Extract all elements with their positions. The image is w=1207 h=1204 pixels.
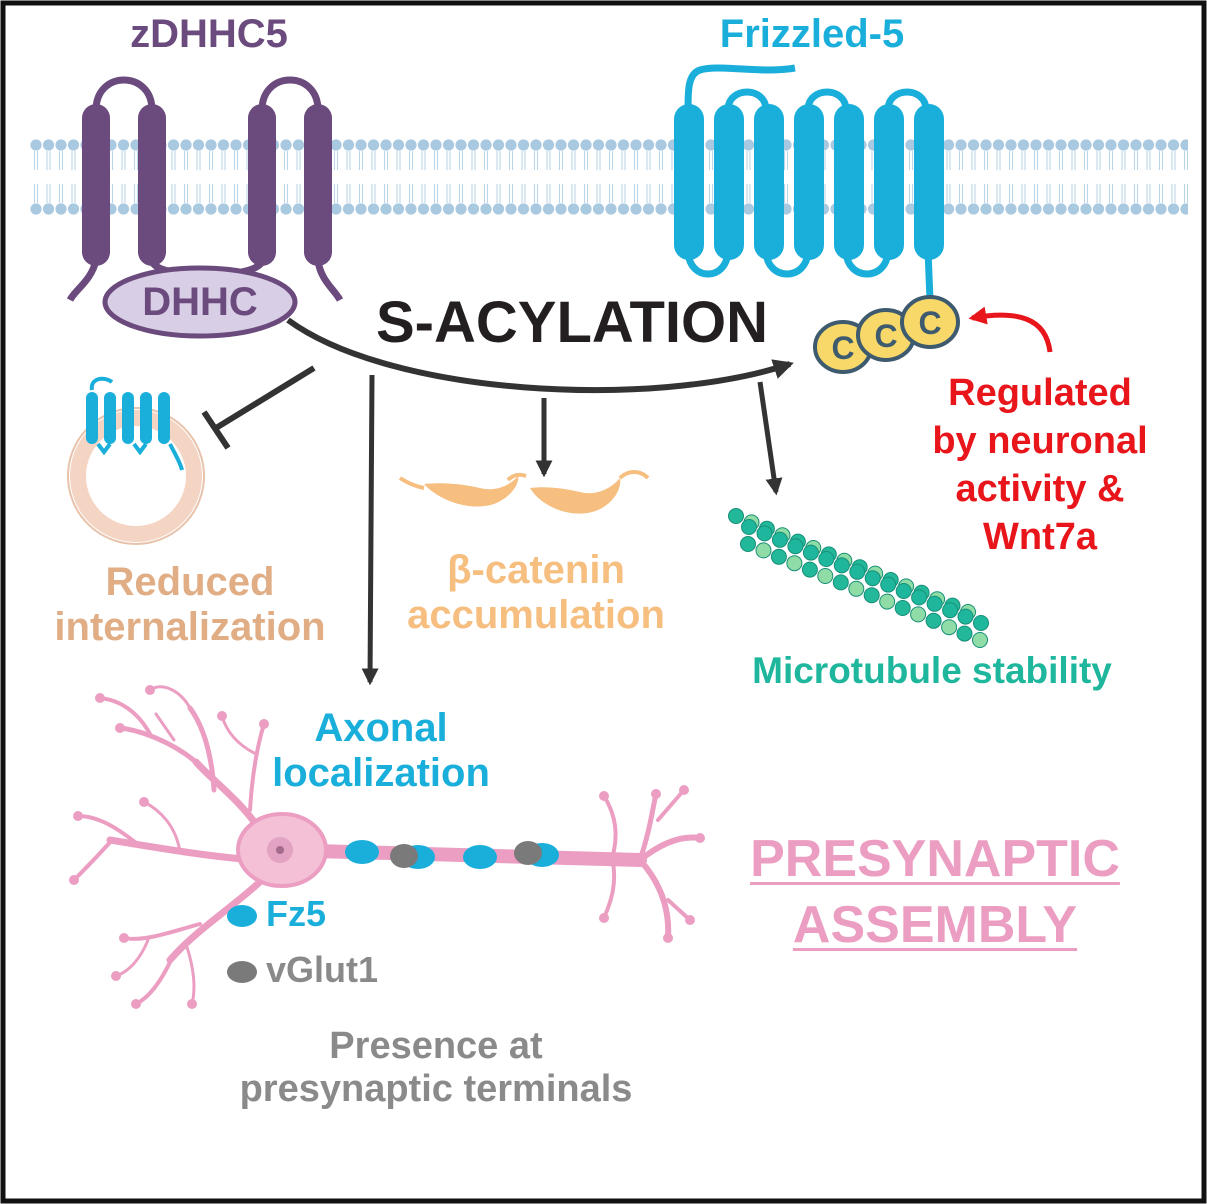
cysteine-residues: C C C: [813, 295, 960, 374]
endosome: [67, 376, 205, 545]
outcome-line-1: PRESYNAPTIC: [750, 830, 1120, 888]
tubulin-bead: [863, 587, 880, 604]
presence-label: Presence at presynaptic terminals: [240, 1025, 633, 1110]
tubulin-bead: [849, 563, 866, 580]
outcome-line-2: ASSEMBLY: [792, 896, 1078, 955]
cysteine-label-1: C: [831, 330, 854, 366]
fz5-punctum: [463, 845, 497, 869]
tubulin-bead: [818, 551, 835, 567]
tubulin-bead: [740, 536, 756, 552]
arrow-axonal: [361, 374, 379, 686]
tubulin-bead: [741, 519, 757, 535]
regulation-label: Regulated by neuronal activity & Wnt7a: [932, 370, 1147, 562]
beta-line-1: β-catenin: [447, 548, 625, 592]
tubulin-bead: [911, 589, 928, 606]
arrow-microtubule: [757, 381, 783, 496]
s-acylation-label: S-ACYLATION: [375, 290, 769, 355]
beta-line-2: accumulation: [407, 592, 665, 637]
tubulin-bead: [925, 612, 942, 629]
cysteine-3: [900, 295, 960, 349]
tubulin-bead: [895, 583, 912, 599]
regulation-line-2: by neuronal: [932, 419, 1148, 462]
frizzled5-label: Frizzled-5: [719, 12, 905, 56]
axonal-line-1: Axonal: [314, 706, 448, 750]
tubulin-bead: [973, 615, 989, 631]
reduced-line-2: internalization: [54, 604, 326, 649]
axon-puncta: [345, 840, 559, 869]
tubulin-bead: [880, 576, 897, 593]
inhibition-arrow: [201, 365, 316, 450]
beta-catenin-label: β-catenin accumulation: [407, 548, 665, 638]
regulation-line-4: Wnt7a: [983, 515, 1097, 558]
tubulin-bead: [728, 508, 744, 524]
legend-fz5-dot: [227, 905, 257, 927]
tubulin-bead: [802, 544, 819, 561]
frizzled5-receptor: [674, 64, 944, 301]
microtubule-stability-label: Microtubule stability: [752, 650, 1112, 691]
dhhc-domain-label: DHHC: [142, 280, 258, 324]
s-acylation-arrow: [286, 317, 794, 394]
cysteine-label-2: C: [874, 318, 897, 354]
tubulin-bead: [756, 525, 773, 542]
tubulin-bead: [786, 555, 803, 572]
vglut1-punctum: [390, 844, 418, 868]
regulation-arrow: [968, 306, 1053, 353]
axonal-line-2: localization: [272, 750, 490, 795]
reduced-line-1: Reduced: [105, 560, 275, 604]
tubulin-bead: [956, 625, 973, 642]
tubulin-bead: [957, 608, 974, 625]
beta-catenin-molecules: [398, 470, 650, 514]
regulation-line-3: activity &: [955, 467, 1125, 510]
presence-line-1: Presence at: [329, 1025, 543, 1067]
regulation-line-1: Regulated: [948, 372, 1132, 414]
tubulin-bead: [755, 542, 772, 559]
tubulin-bead: [972, 632, 988, 648]
tubulin-bead: [864, 570, 881, 587]
legend-vglut1-dot: [227, 961, 257, 983]
tubulin-bead: [848, 580, 865, 597]
zdhhc5-label: zDHHC5: [130, 12, 288, 56]
microtubule: [728, 508, 989, 648]
cysteine-label-3: C: [918, 305, 941, 341]
tubulin-bead: [833, 557, 850, 574]
fz5-punctum: [345, 840, 379, 864]
reduced-internalization-label: Reduced internalization: [54, 560, 325, 650]
vglut1-punctum: [514, 841, 542, 865]
dhhc-domain: [102, 265, 298, 339]
presynaptic-assembly-label: PRESYNAPTIC ASSEMBLY: [750, 826, 1120, 958]
tubulin-bead: [942, 602, 959, 619]
tubulin-bead: [771, 531, 788, 548]
neuron-tips: [69, 685, 705, 1009]
tubulin-bead: [879, 593, 896, 610]
tubulin-bead: [817, 568, 834, 584]
tubulin-bead: [801, 561, 818, 578]
legend-fz5-label: Fz5: [266, 893, 327, 934]
lipid-bilayer: [30, 138, 1188, 218]
zdhhc5-protein: [66, 76, 344, 339]
tubulin-bead: [941, 619, 958, 636]
tubulin-bead: [910, 606, 927, 623]
tubulin-bead: [926, 595, 943, 612]
tubulin-bead: [894, 600, 911, 616]
axonal-localization-label: Axonal localization: [272, 706, 490, 796]
legend-vglut1-label: vGlut1: [266, 949, 379, 990]
tubulin-bead: [770, 548, 787, 565]
presence-line-2: presynaptic terminals: [239, 1067, 633, 1110]
tubulin-bead: [832, 574, 849, 591]
axon: [273, 843, 647, 867]
tubulin-bead: [787, 538, 804, 555]
